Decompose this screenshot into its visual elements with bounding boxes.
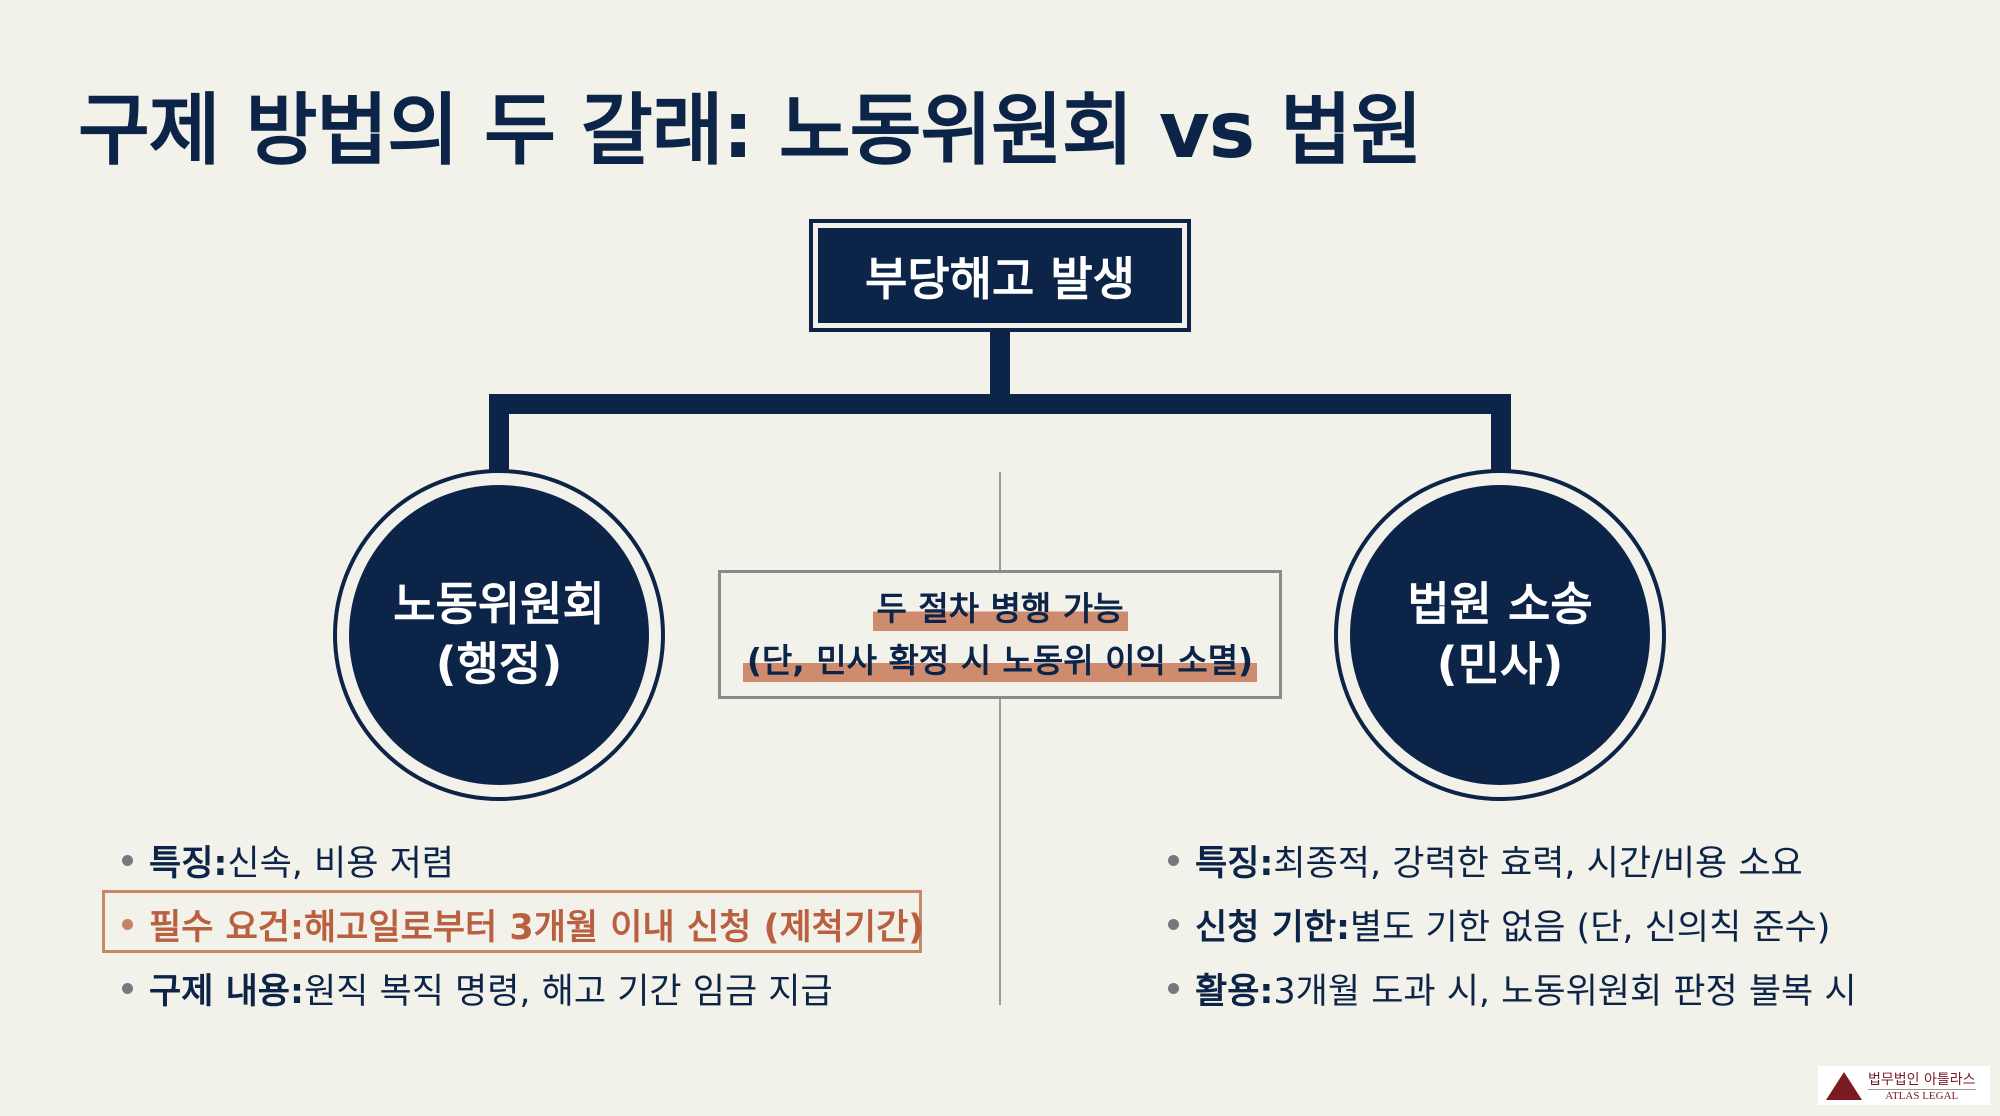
item-text: 최종적, 강력한 효력, 시간/비용 소요 — [1273, 844, 1803, 884]
list-item: 필수 요건: 해고일로부터 3개월 이내 신청 (제척기간) — [122, 899, 924, 950]
connector-horizontal — [489, 394, 1511, 414]
item-text: 해고일로부터 3개월 이내 신청 (제척기간) — [303, 908, 925, 948]
parallel-note-box: 두 절차 병행 가능 (단, 민사 확정 시 노동위 이익 소멸) — [718, 570, 1282, 699]
bullet-icon — [122, 855, 133, 866]
item-text: 원직 복직 명령, 해고 기간 임금 지급 — [303, 972, 833, 1012]
note-line-1: 두 절차 병행 가능 — [872, 583, 1128, 635]
requirement-highlight-box — [102, 890, 922, 953]
bullet-icon — [122, 919, 133, 930]
note-line-2: (단, 민사 확정 시 노동위 이익 소멸) — [742, 634, 1258, 686]
node-title: 법원 소송 — [1407, 577, 1593, 632]
list-item: 특징: 최종적, 강력한 효력, 시간/비용 소요 — [1168, 835, 1803, 886]
bullet-icon — [122, 983, 133, 994]
center-divider — [999, 472, 1001, 1005]
item-label: 필수 요건: — [149, 908, 304, 948]
bullet-icon — [1168, 919, 1179, 930]
item-label: 구제 내용: — [149, 972, 304, 1012]
connector-stem — [990, 332, 1010, 400]
node-subtitle: (행정) — [435, 637, 563, 691]
node-title: 노동위원회 — [393, 577, 605, 632]
list-item: 신청 기한: 별도 기한 없음 (단, 신의칙 준수) — [1168, 899, 1830, 950]
item-text: 별도 기한 없음 (단, 신의칙 준수) — [1349, 908, 1831, 948]
connector-left — [489, 394, 509, 470]
item-label: 특징: — [1195, 844, 1274, 884]
court-node: 법원 소송(민사) — [1334, 469, 1666, 801]
item-text: 3개월 도과 시, 노동위원회 판정 불복 시 — [1273, 972, 1857, 1012]
item-label: 신청 기한: — [1195, 908, 1350, 948]
connector-right — [1491, 394, 1511, 470]
item-label: 특징: — [149, 844, 228, 884]
list-item: 구제 내용: 원직 복직 명령, 해고 기간 임금 지급 — [122, 963, 833, 1014]
bullet-icon — [1168, 855, 1179, 866]
list-item: 특징: 신속, 비용 저렴 — [122, 835, 454, 886]
item-text: 신속, 비용 저렴 — [227, 844, 454, 884]
root-node: 부당해고 발생 — [809, 219, 1191, 332]
logo-triangle-icon — [1826, 1071, 1862, 1100]
logo-korean: 법무법인 아틀라스 — [1868, 1069, 1976, 1090]
item-label: 활용: — [1195, 972, 1274, 1012]
bullet-icon — [1168, 983, 1179, 994]
logo-english: ATLAS LEGAL — [1885, 1090, 1959, 1102]
root-node-label: 부당해고 발생 — [818, 228, 1182, 323]
page-title: 구제 방법의 두 갈래: 노동위원회 vs 법원 — [78, 86, 1423, 176]
node-subtitle: (민사) — [1436, 637, 1564, 691]
labor-commission-node: 노동위원회(행정) — [333, 469, 665, 801]
list-item: 활용: 3개월 도과 시, 노동위원회 판정 불복 시 — [1168, 963, 1857, 1014]
